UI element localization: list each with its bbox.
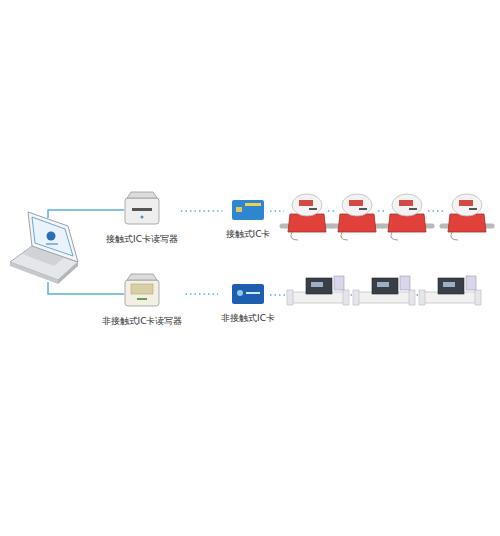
card-body (232, 284, 264, 304)
meter-dome (292, 194, 322, 216)
meter-wire (291, 232, 298, 240)
reader-top (127, 274, 157, 280)
meter-body (388, 214, 426, 232)
reader-body (125, 280, 159, 306)
device-picture (231, 199, 265, 225)
pipe-flange (343, 290, 349, 305)
reader-body (125, 198, 159, 224)
meter-window (349, 200, 363, 206)
ic-card: 接触式IC卡 (226, 199, 271, 240)
ic-card: 非接触式IC卡 (221, 283, 275, 324)
meter-wire (341, 232, 348, 240)
ultrasonic-meter (353, 276, 415, 305)
meter-dome (342, 194, 372, 216)
laptop-lid (28, 212, 78, 262)
meter-head (372, 278, 398, 294)
card-band (245, 203, 261, 206)
dotted-link (270, 210, 284, 211)
card-slot (359, 208, 367, 210)
pipe-flange (419, 290, 425, 305)
water-meter (332, 194, 382, 240)
dotted-link (328, 210, 336, 211)
device-label: 接触式IC卡读写器 (106, 234, 178, 245)
laptop (10, 212, 78, 284)
meter-wire (391, 232, 398, 240)
device-picture (123, 272, 161, 312)
dotted-link (270, 294, 288, 295)
screen-text-mark (46, 243, 58, 245)
meter-dome (392, 194, 422, 216)
ultrasonic-meter (287, 276, 349, 305)
card-slot (409, 208, 417, 210)
meter-window (399, 200, 413, 206)
card-slot (132, 208, 152, 211)
pipe-flange (353, 290, 359, 305)
cable (48, 210, 124, 218)
dotted-link (428, 210, 446, 211)
device-label: 非接触式IC卡读写器 (102, 316, 183, 327)
laptop-edge (10, 262, 58, 284)
meter-group (270, 194, 492, 305)
dotted-connector (185, 293, 218, 294)
indicator (140, 216, 143, 219)
meter-head (306, 278, 332, 294)
cable (48, 282, 124, 294)
card-band (246, 292, 260, 294)
indicator (137, 298, 147, 300)
device-label: 接触式IC卡 (226, 229, 271, 240)
laptop-edge (58, 262, 78, 284)
laptop-screen (32, 217, 73, 256)
card-slot (309, 208, 317, 210)
card-reader: 接触式IC卡读写器 (106, 190, 178, 245)
ultrasonic-meter (419, 276, 481, 305)
meter-dome (452, 194, 482, 216)
card-reader: 非接触式IC卡读写器 (102, 272, 183, 327)
card-chip (236, 207, 242, 212)
meter-display (311, 282, 323, 287)
dotted-connector (181, 210, 223, 211)
reader-top (127, 192, 157, 198)
device-picture (231, 283, 265, 309)
valve-box (400, 276, 410, 290)
card-slot (469, 208, 477, 210)
valve-box (466, 276, 476, 290)
water-meter (442, 194, 492, 240)
rf-pad (131, 284, 153, 294)
water-meter (282, 194, 332, 240)
ic-card-icon (231, 199, 265, 221)
card-body (232, 200, 264, 220)
device-picture (123, 190, 161, 230)
valve-box (334, 276, 344, 290)
water-meter (382, 194, 432, 240)
meter-body (288, 214, 326, 232)
pipe-flange (409, 290, 415, 305)
card-logo (237, 290, 243, 296)
dotted-link (378, 210, 386, 211)
reader-icon (123, 190, 161, 226)
device-label: 非接触式IC卡 (221, 313, 275, 324)
reader-icon (123, 272, 161, 308)
pipe-flange (475, 290, 481, 305)
meter-display (443, 282, 455, 287)
pipe-flange (287, 290, 293, 305)
meter-body (338, 214, 376, 232)
meter-display (377, 282, 389, 287)
meter-head (438, 278, 464, 294)
meter-window (299, 200, 313, 206)
meter-window (459, 200, 473, 206)
screen-logo (47, 232, 56, 241)
meter-body (448, 214, 486, 232)
meter-wire (451, 232, 458, 240)
ic-card-icon (231, 283, 265, 305)
